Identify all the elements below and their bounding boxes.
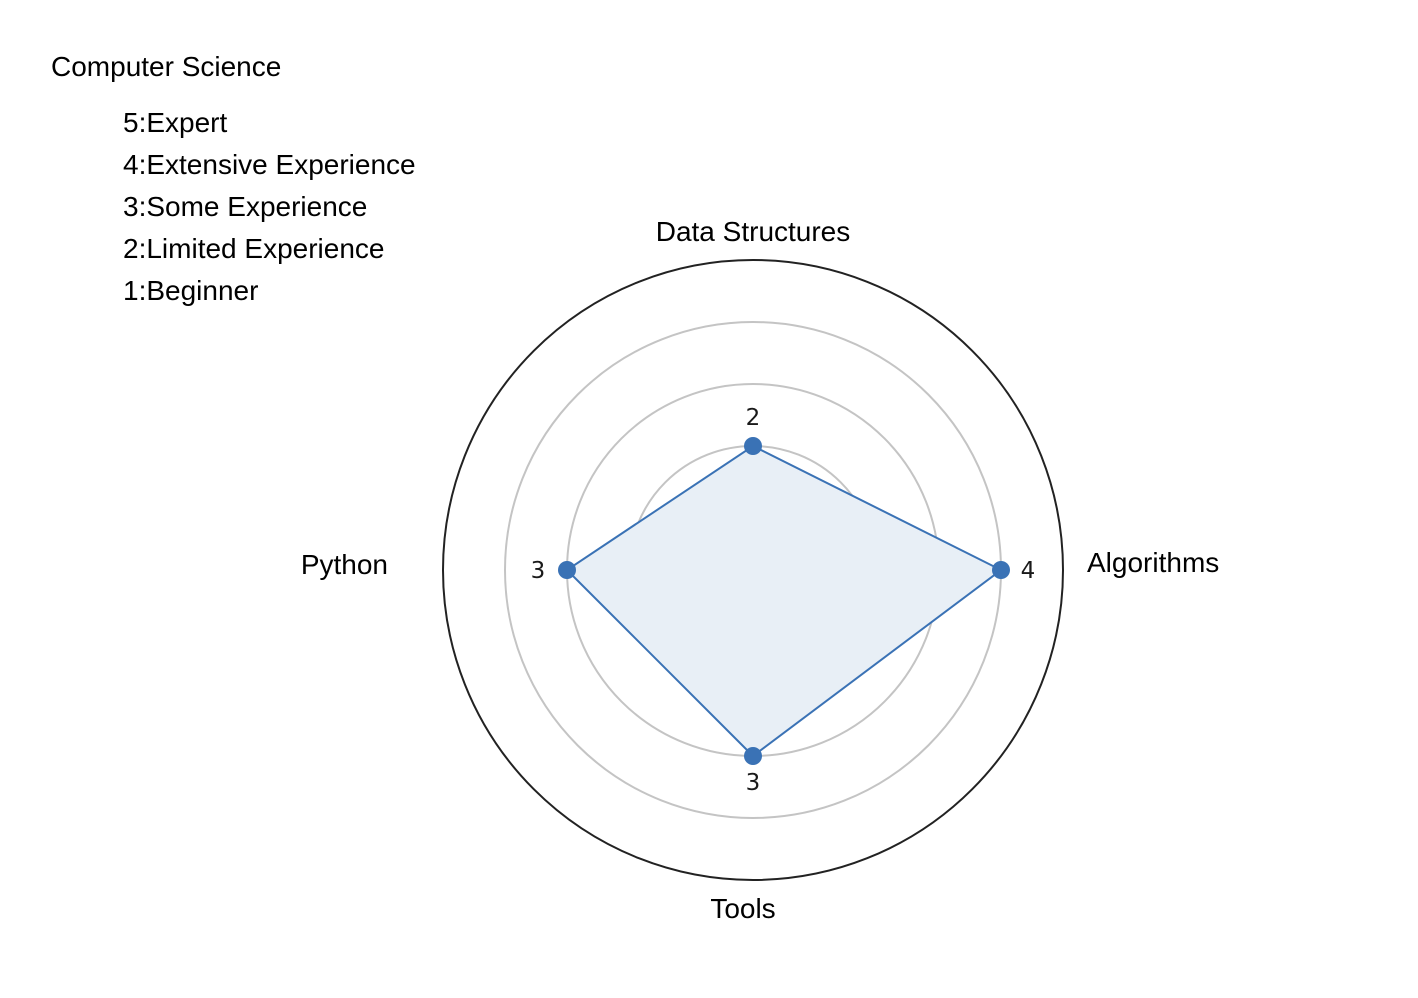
value-label-data-structures: 2 xyxy=(746,405,761,431)
data-point-data-structures xyxy=(744,437,762,455)
series-points xyxy=(558,437,1010,765)
legend-item-beginner: 1:Beginner xyxy=(123,275,259,306)
series-fill-area xyxy=(567,446,1001,756)
value-label-algorithms: 4 xyxy=(1021,558,1036,584)
outer-frame-ring xyxy=(442,259,1064,881)
value-label-python: 3 xyxy=(531,558,546,584)
data-point-python xyxy=(558,561,576,579)
legend-item-expert: 5:Expert xyxy=(123,107,228,138)
legend-item-extensive-experience: 4:Extensive Experience xyxy=(123,149,416,180)
axis-label-python: Python xyxy=(301,549,388,580)
legend-item-some-experience: 3:Some Experience xyxy=(123,191,368,222)
legend-item-limited-experience: 2:Limited Experience xyxy=(123,233,385,264)
axis-label-algorithms: Algorithms xyxy=(1087,547,1219,578)
chart-title: Computer Science xyxy=(51,51,282,82)
data-point-tools xyxy=(744,747,762,765)
value-label-tools: 3 xyxy=(746,770,761,796)
skill-level-legend: 5:Expert 4:Extensive Experience 3:Some E… xyxy=(123,102,416,312)
data-point-algorithms xyxy=(992,561,1010,579)
axis-label-data-structures: Data Structures xyxy=(656,216,851,247)
axis-label-tools: Tools xyxy=(710,893,775,924)
